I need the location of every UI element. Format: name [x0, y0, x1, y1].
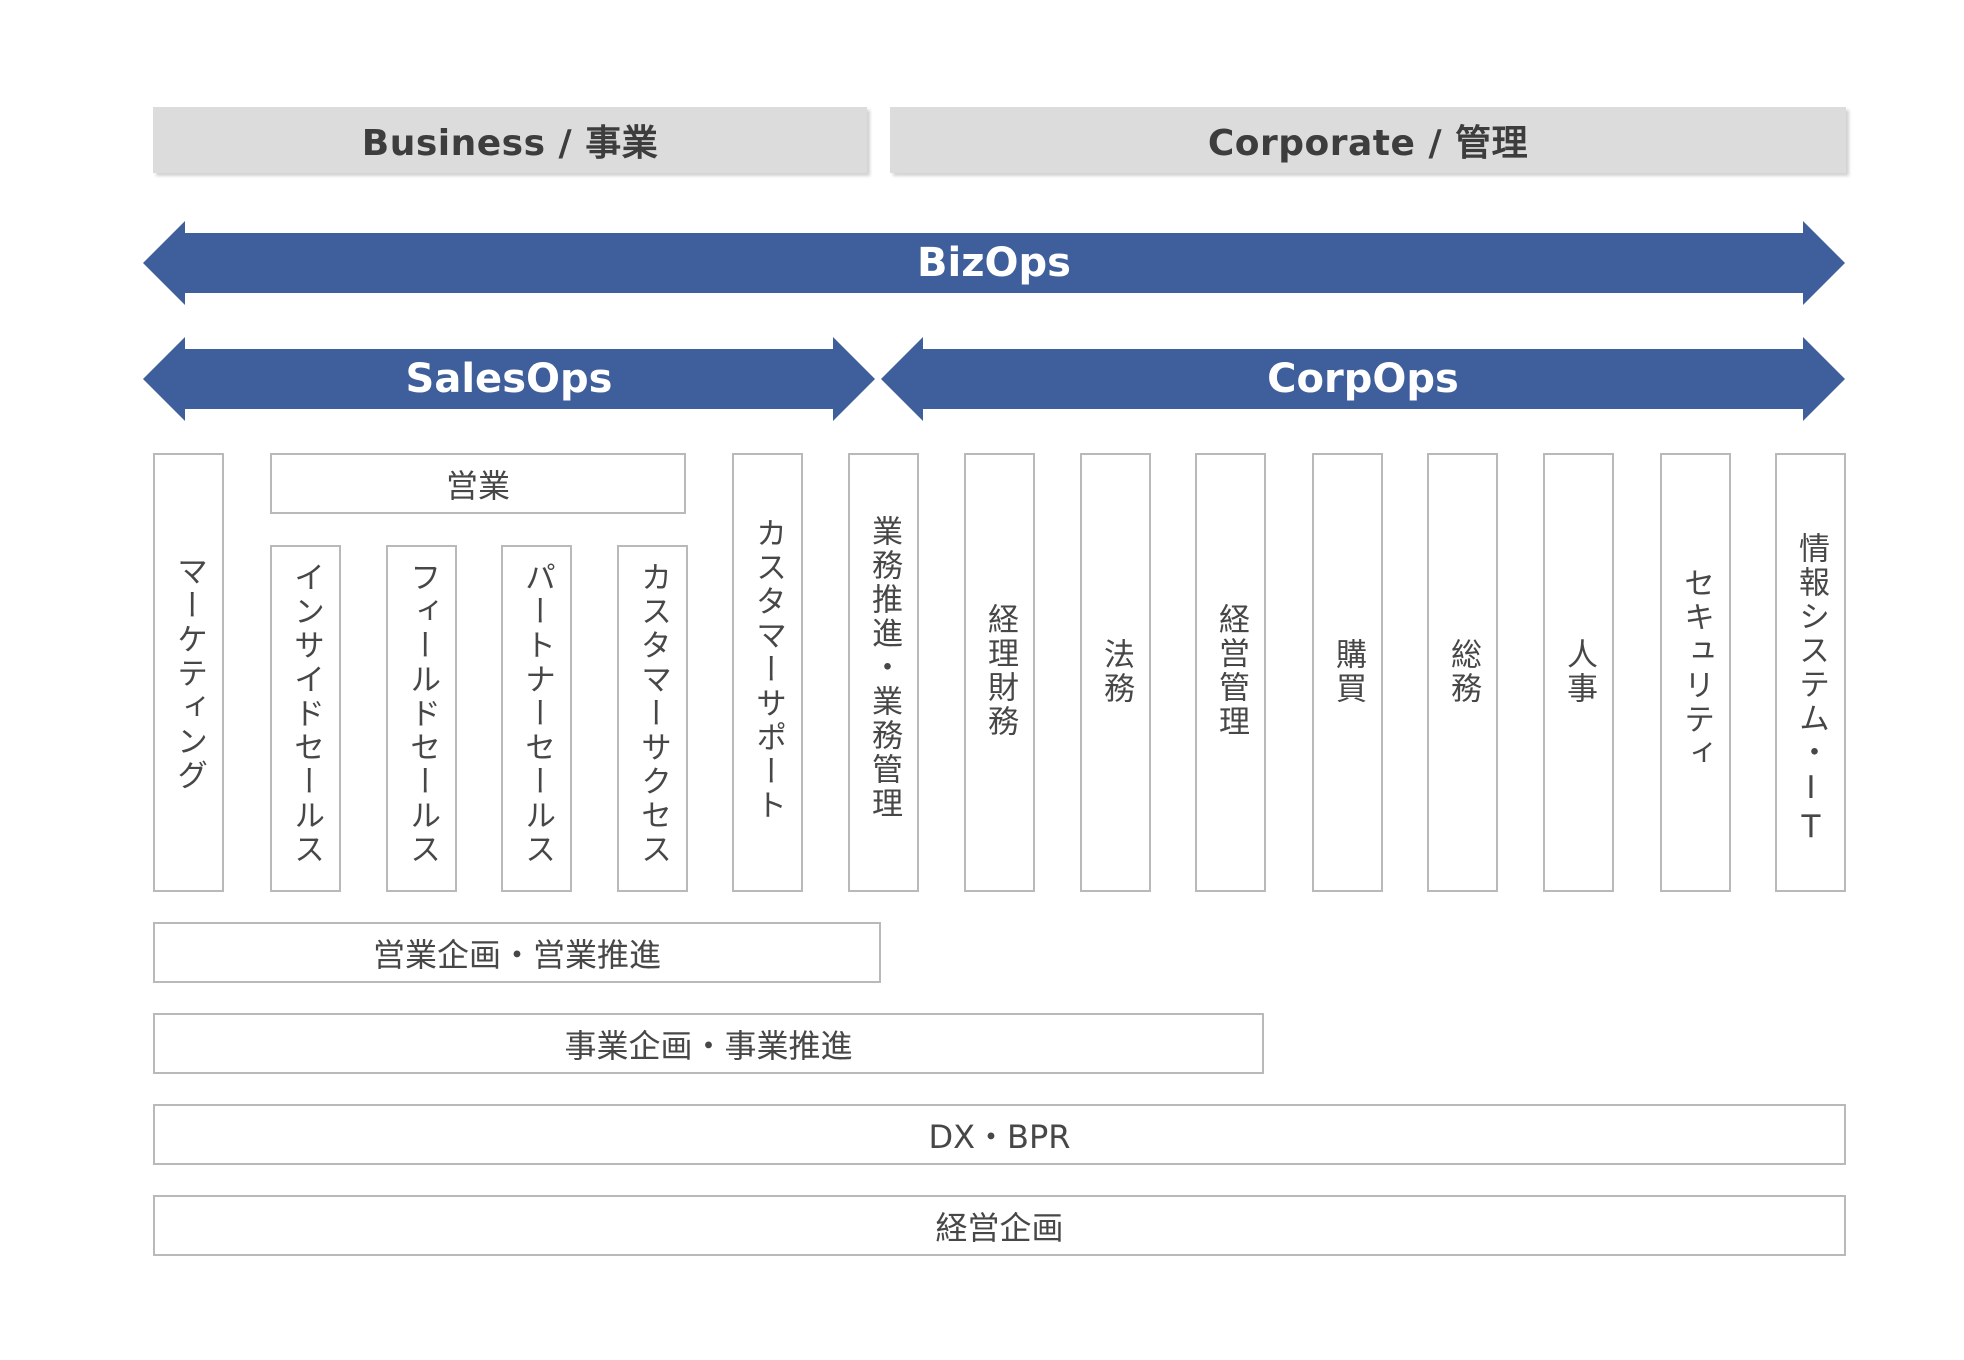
bizops-label: BizOps — [917, 240, 1071, 286]
hr-label: 人事 — [1561, 638, 1597, 706]
inside-sales-label: インサイドセールス — [288, 561, 324, 867]
business-planning-label: 事業企画・事業推進 — [564, 1026, 853, 1065]
accounting-box: 経理財務 — [964, 453, 1035, 892]
legal-box: 法務 — [1080, 453, 1151, 892]
dx-bpr-band: DX・BPR — [153, 1104, 1846, 1165]
dx-bpr-label: DX・BPR — [928, 1117, 1071, 1156]
business-ops-label: 業務推進・業務管理 — [866, 515, 902, 821]
security-box: セキュリティ — [1660, 453, 1731, 892]
sales-planning-band: 営業企画・営業推進 — [153, 922, 881, 983]
sales-planning-label: 営業企画・営業推進 — [372, 935, 661, 974]
hr-box: 人事 — [1543, 453, 1614, 892]
corporate-header: Corporate / 管理 — [890, 107, 1846, 173]
management-box: 経営管理 — [1195, 453, 1266, 892]
field-sales-label: フィールドセールス — [404, 561, 440, 867]
sales-group-box: 営業 — [270, 453, 686, 514]
general-affairs-box: 総務 — [1427, 453, 1498, 892]
purchasing-label: 購買 — [1330, 638, 1366, 706]
customer-support-label: カスタマーサポート — [750, 517, 786, 823]
corpops-arrow — [881, 337, 1845, 421]
business-header-label: Business / 事業 — [361, 123, 659, 164]
bizops-arrow — [143, 221, 1845, 305]
customer-success-box: カスタマーサクセス — [617, 545, 688, 892]
corpops-label: CorpOps — [1267, 356, 1459, 402]
sales-group-label: 営業 — [445, 466, 510, 505]
customer-success-label: カスタマーサクセス — [635, 561, 671, 867]
partner-sales-box: パートナーセールス — [501, 545, 572, 892]
management-label: 経営管理 — [1213, 603, 1249, 739]
customer-support-box: カスタマーサポート — [732, 453, 803, 892]
general-affairs-label: 総務 — [1445, 638, 1481, 706]
salesops-arrow — [143, 337, 875, 421]
salesops-label: SalesOps — [405, 356, 613, 402]
field-sales-box: フィールドセールス — [386, 545, 457, 892]
corporate-planning-label: 経営企画 — [935, 1208, 1064, 1247]
it-label: 情報システム・IT — [1793, 532, 1829, 848]
partner-sales-label: パートナーセールス — [519, 561, 555, 867]
corporate-planning-band: 経営企画 — [153, 1195, 1846, 1256]
marketing-label: マーケティング — [171, 555, 207, 793]
business-planning-band: 事業企画・事業推進 — [153, 1013, 1264, 1074]
marketing-box: マーケティング — [153, 453, 224, 892]
business-ops-box: 業務推進・業務管理 — [848, 453, 919, 892]
legal-label: 法務 — [1098, 638, 1134, 706]
security-label: セキュリティ — [1678, 567, 1714, 771]
accounting-label: 経理財務 — [982, 603, 1018, 739]
it-box: 情報システム・IT — [1775, 453, 1846, 892]
purchasing-box: 購買 — [1312, 453, 1383, 892]
business-header: Business / 事業 — [153, 107, 867, 173]
corporate-header-label: Corporate / 管理 — [1207, 123, 1529, 164]
inside-sales-box: インサイドセールス — [270, 545, 341, 892]
